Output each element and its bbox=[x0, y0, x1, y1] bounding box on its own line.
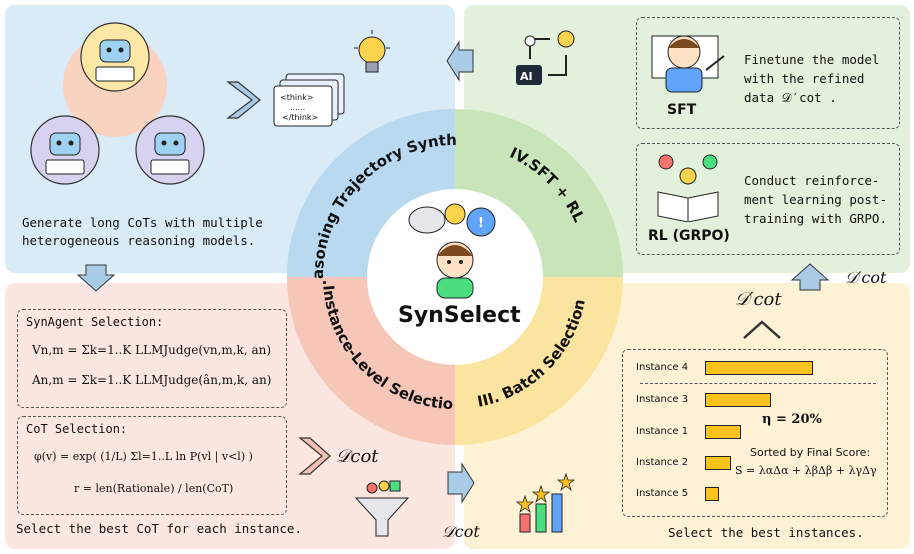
ai-cycle-icon: AI bbox=[516, 30, 575, 85]
bar-label: Instance 4 bbox=[636, 362, 689, 373]
arrow-right-icon bbox=[447, 462, 475, 504]
sft-box bbox=[636, 17, 900, 129]
chevron-up-icon bbox=[743, 320, 781, 339]
bar-1 bbox=[705, 361, 813, 375]
bar-4 bbox=[705, 456, 731, 470]
synagent-box bbox=[17, 309, 287, 408]
arrow-down-icon bbox=[76, 264, 116, 292]
batch-chart-box bbox=[622, 349, 888, 517]
bar-label: Instance 5 bbox=[636, 488, 689, 499]
robot-icon bbox=[45, 132, 85, 175]
q1-caption-line1: Generate long CoTs with multiple bbox=[22, 215, 263, 230]
arrow-up-icon bbox=[790, 263, 830, 291]
dcot-prime-q4: 𝒟′cot bbox=[735, 289, 782, 310]
svg-text:AI: AI bbox=[520, 70, 533, 83]
bar-label: Instance 1 bbox=[636, 426, 689, 437]
bar-chart-stars-icon bbox=[515, 472, 576, 533]
score-formula: S = λαΔα + λβΔβ + λγΔγ bbox=[735, 464, 877, 477]
teacher-icon bbox=[651, 35, 725, 93]
person-thinking-icon: ! bbox=[408, 203, 496, 299]
dcot-label: 𝒟cot bbox=[336, 446, 379, 467]
eta-label: η = 20% bbox=[762, 412, 822, 427]
chevron-right-icon bbox=[298, 437, 331, 475]
svg-text:......: ...... bbox=[290, 103, 305, 112]
selection-cutoff-line bbox=[640, 383, 876, 384]
sft-text-line1: Finetune the model bbox=[744, 52, 880, 67]
q4-caption: Select the best instances. bbox=[668, 525, 864, 540]
arrow-left-icon bbox=[446, 40, 474, 82]
rl-text-line2: ment learning post- bbox=[744, 192, 887, 207]
bar-3 bbox=[705, 425, 741, 439]
q1-caption-line2: heterogeneous reasoning models. bbox=[22, 233, 256, 248]
dcot-prime-top: 𝒟′cot bbox=[845, 268, 887, 287]
sft-text-line2: with the refined bbox=[744, 71, 865, 86]
lightbulb-icon bbox=[354, 30, 390, 73]
funnel-icon bbox=[354, 480, 410, 537]
book-icon bbox=[657, 154, 719, 222]
eq-v: Vn,m = Σk=1..K LLMJudge(vn,m,k, an) bbox=[32, 343, 272, 357]
robot-icon bbox=[150, 132, 190, 175]
think-document-icon: <think> ...... </think> bbox=[273, 73, 345, 127]
svg-text:</think>: </think> bbox=[282, 113, 318, 122]
cot-box bbox=[17, 416, 287, 515]
bar-label: Instance 2 bbox=[636, 457, 689, 468]
rl-text-line1: Conduct reinforce- bbox=[744, 173, 880, 188]
cot-title: CoT Selection: bbox=[26, 422, 128, 436]
bar-label: Instance 3 bbox=[636, 394, 689, 405]
sft-label: SFT bbox=[667, 102, 697, 118]
eq-a: An,m = Σk=1..K LLMJudge(ân,m,k, an) bbox=[32, 373, 272, 387]
sft-text-line3: data 𝒟′cot . bbox=[744, 90, 837, 105]
rl-box bbox=[636, 143, 900, 255]
q3-caption: Select the best CoT for each instance. bbox=[16, 521, 302, 536]
bar-5 bbox=[705, 487, 719, 501]
bar-2 bbox=[705, 393, 771, 407]
eq-phi: φ(v) = exp( (1/L) Σl=1..L ln P(vl | v<l)… bbox=[34, 450, 253, 463]
robot-models-illustration bbox=[30, 22, 205, 185]
dcot-bottom: 𝒟cot bbox=[442, 522, 480, 541]
chevron-right-icon bbox=[226, 81, 261, 119]
svg-text:!: ! bbox=[478, 216, 484, 231]
center-title: SynSelect bbox=[398, 303, 521, 328]
eq-r: r = len(Rationale) / len(CoT) bbox=[74, 482, 234, 495]
synagent-title: SynAgent Selection: bbox=[26, 315, 164, 329]
rl-label: RL (GRPO) bbox=[648, 228, 730, 244]
rl-text-line3: training with GRPO. bbox=[744, 211, 887, 226]
robot-icon bbox=[95, 39, 135, 82]
svg-text:<think>: <think> bbox=[280, 93, 314, 102]
sorted-label: Sorted by Final Score: bbox=[750, 446, 871, 459]
